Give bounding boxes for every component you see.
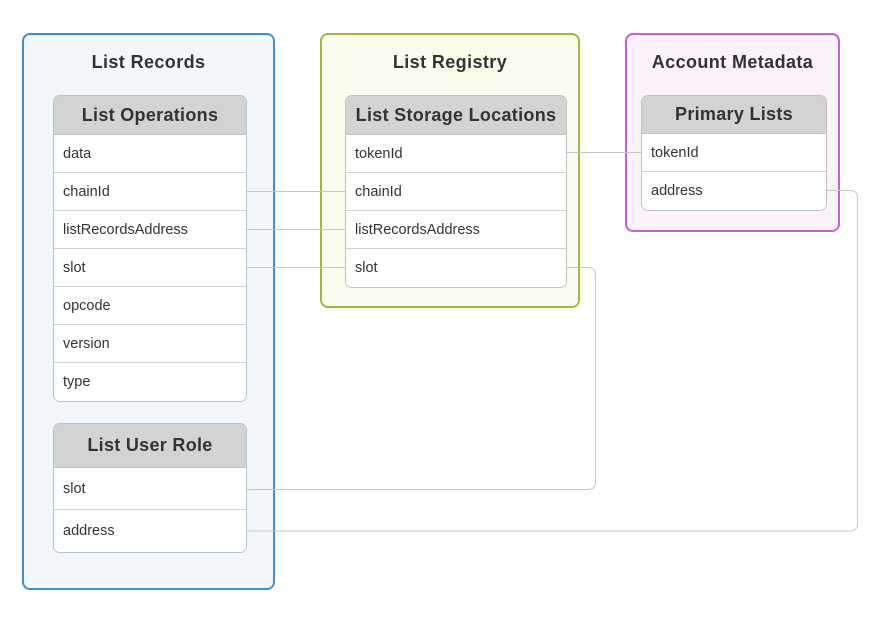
group-title-list-registry: List Registry bbox=[392, 52, 508, 72]
table-row-chainid: chainId bbox=[54, 173, 246, 211]
table-row-listrecordsaddress: listRecordsAddress bbox=[54, 211, 246, 249]
group-list-registry: List Registry List Storage Locations tok… bbox=[320, 33, 580, 308]
table-header-primary-lists: Primary Lists bbox=[642, 96, 826, 134]
group-title-account-metadata: Account Metadata bbox=[651, 52, 814, 72]
table-row-version: version bbox=[54, 325, 246, 363]
table-row-chainid: chainId bbox=[346, 173, 566, 211]
table-row-tokenid: tokenId bbox=[642, 134, 826, 172]
table-row-type: type bbox=[54, 363, 246, 401]
table-row-opcode: opcode bbox=[54, 287, 246, 325]
table-row-address: address bbox=[642, 172, 826, 210]
table-row-slot: slot bbox=[346, 249, 566, 287]
table-list-operations: List Operations data chainId listRecords… bbox=[53, 95, 247, 402]
table-row-slot: slot bbox=[54, 249, 246, 287]
group-account-metadata: Account Metadata Primary Lists tokenId a… bbox=[625, 33, 840, 232]
table-row-data: data bbox=[54, 135, 246, 173]
table-row-slot: slot bbox=[54, 468, 246, 510]
table-row-listrecordsaddress: listRecordsAddress bbox=[346, 211, 566, 249]
table-row-address: address bbox=[54, 510, 246, 552]
group-title-list-records: List Records bbox=[91, 52, 206, 72]
table-primary-lists: Primary Lists tokenId address bbox=[641, 95, 827, 211]
table-header-list-operations: List Operations bbox=[54, 96, 246, 135]
table-list-user-role: List User Role slot address bbox=[53, 423, 247, 553]
table-list-storage-locations: List Storage Locations tokenId chainId l… bbox=[345, 95, 567, 288]
table-header-list-storage-locations: List Storage Locations bbox=[346, 96, 566, 135]
table-row-tokenid: tokenId bbox=[346, 135, 566, 173]
table-header-list-user-role: List User Role bbox=[54, 424, 246, 468]
group-list-records: List Records List Operations data chainI… bbox=[22, 33, 275, 590]
